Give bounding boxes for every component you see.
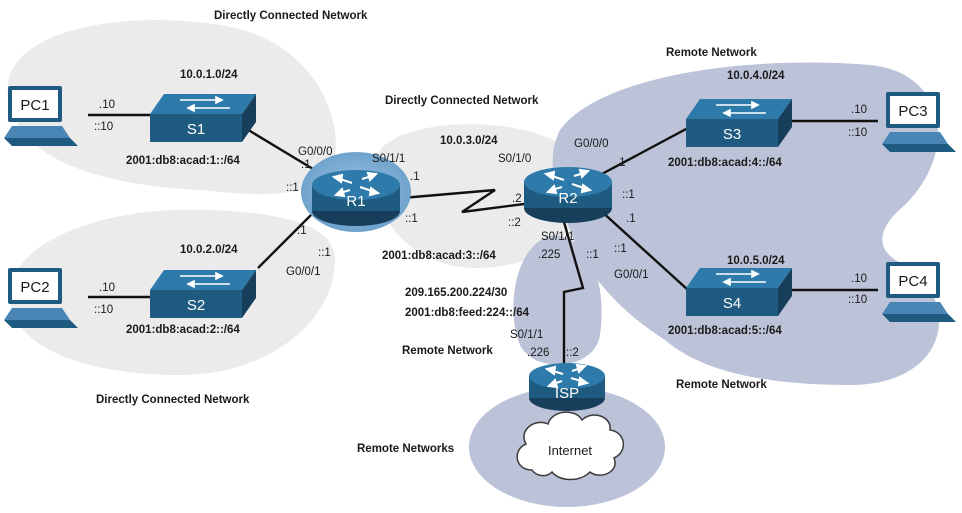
r2-s011-label: S0/1/1	[541, 231, 574, 243]
zone-remote-r2	[552, 62, 940, 385]
r1-s011-v6: ::1	[405, 213, 418, 225]
zone-label-directly-top: Directly Connected Network	[214, 10, 368, 22]
subnet-isp-v4: 209.165.200.224/30	[405, 287, 507, 299]
link-r1-r2-serial	[401, 188, 541, 214]
isp-label: ISP	[555, 385, 579, 402]
r2-g001-v4: .1	[626, 213, 636, 225]
switch-s4[interactable]: S4	[686, 268, 792, 316]
pc2[interactable]: PC2	[4, 268, 78, 328]
subnet-labels: 10.0.1.0/24 2001:db8:acad:1::/64 10.0.2.…	[126, 69, 785, 337]
internet-label: Internet	[548, 443, 592, 458]
switch-icon	[686, 268, 792, 288]
zone-label-remote-left: Remote Network	[402, 345, 493, 357]
link-r2-s4	[599, 209, 689, 291]
zone-remote-isp-link	[513, 235, 602, 365]
pc4[interactable]: PC4	[882, 262, 956, 322]
router-isp[interactable]: ISP	[529, 363, 605, 411]
directly-connected-zones	[7, 19, 584, 375]
pc4-label: PC4	[898, 273, 927, 290]
pc2-v6: ::10	[94, 304, 113, 316]
pc1-v4: .10	[99, 99, 115, 111]
switch-icon	[686, 99, 792, 119]
r2-g000-label: G0/0/0	[574, 138, 609, 150]
r1-g000-label: G0/0/0	[298, 146, 333, 158]
r2-s011-v4: .225	[538, 249, 560, 261]
s3-label: S3	[723, 126, 741, 143]
subnet-wan-v6: 2001:db8:acad:3::/64	[382, 250, 496, 262]
router-r1[interactable]: R1	[301, 152, 411, 232]
r2-s010-v4: .2	[512, 193, 522, 205]
r2-g000-v4: .1	[616, 157, 626, 169]
pc3-v4: .10	[851, 104, 867, 116]
pc1-v6: ::10	[94, 121, 113, 133]
subnet-isp-v6: 2001:db8:feed:224::/64	[405, 307, 530, 319]
pc1-label: PC1	[20, 97, 49, 114]
pc3-label: PC3	[898, 103, 927, 120]
r2-g000-v6: ::1	[622, 189, 635, 201]
s1-label: S1	[187, 121, 205, 138]
subnet-wan-v4: 10.0.3.0/24	[440, 135, 498, 147]
r1-g001-v6: ::1	[318, 247, 331, 259]
switch-icon	[150, 270, 256, 290]
switch-s1[interactable]: S1	[150, 94, 256, 142]
link-r2-s3	[599, 126, 689, 177]
r1-g000-v6: ::1	[286, 182, 299, 194]
r2-s010-v6: ::2	[508, 217, 521, 229]
subnet-lan2-v4: 10.0.2.0/24	[180, 244, 238, 256]
cloud-icon	[516, 411, 624, 481]
subnet-lan4-v6: 2001:db8:acad:4::/64	[668, 157, 782, 169]
subnet-lan5-v4: 10.0.5.0/24	[727, 255, 785, 267]
zone-label-directly-mid: Directly Connected Network	[385, 95, 539, 107]
zone-label-remote-top: Remote Network	[666, 47, 757, 59]
subnet-lan1-v4: 10.0.1.0/24	[180, 69, 238, 81]
r2-g001-v6: ::1	[614, 243, 627, 255]
zone-label-directly-bottom: Directly Connected Network	[96, 394, 250, 406]
isp-s011-label: S0/1/1	[510, 329, 543, 341]
zone-wan	[375, 124, 584, 269]
pc4-v6: ::10	[848, 294, 867, 306]
switch-icon	[150, 94, 256, 114]
pc1[interactable]: PC1	[4, 86, 78, 146]
interface-labels: G0/0/0 G0/0/1 S0/1/1 S0/1/0 G0/0/0 G0/0/…	[286, 138, 649, 341]
internet-cloud: Internet	[516, 411, 624, 481]
r1-s011-v4: .1	[410, 171, 420, 183]
address-labels: .10 ::10 .10 ::10 .10 ::10 .10 ::10 .1 :…	[94, 99, 867, 359]
link-s1-r1	[244, 126, 319, 174]
zone-label-remote-right: Remote Network	[676, 379, 767, 391]
r1-g001-label: G0/0/1	[286, 266, 321, 278]
r2-g001-label: G0/0/1	[614, 269, 649, 281]
pc3-v6: ::10	[848, 127, 867, 139]
link-r2-isp-serial	[562, 221, 585, 368]
isp-v4: .226	[527, 347, 549, 359]
r2-label: R2	[558, 190, 577, 207]
router-r2[interactable]: R2	[524, 167, 612, 223]
links	[88, 113, 878, 368]
pc2-v4: .10	[99, 282, 115, 294]
isp-v6: ::2	[566, 347, 579, 359]
r1-label: R1	[346, 193, 365, 210]
link-s2-r1	[257, 207, 319, 269]
r2-s011-v6: ::1	[586, 249, 599, 261]
r1-g001-v4: .1	[297, 225, 307, 237]
zone-label-remote-networks: Remote Networks	[357, 443, 454, 455]
s2-label: S2	[187, 297, 205, 314]
subnet-lan5-v6: 2001:db8:acad:5::/64	[668, 325, 782, 337]
switch-s2[interactable]: S2	[150, 270, 256, 318]
r1-s011-label: S0/1/1	[372, 153, 405, 165]
s4-label: S4	[723, 295, 741, 312]
r1-g000-v4: .1	[301, 159, 311, 171]
subnet-lan4-v4: 10.0.4.0/24	[727, 70, 785, 82]
r2-s010-label: S0/1/0	[498, 153, 531, 165]
zone-labels: Directly Connected Network Directly Conn…	[96, 10, 767, 455]
subnet-lan1-v6: 2001:db8:acad:1::/64	[126, 155, 240, 167]
pc4-v4: .10	[851, 273, 867, 285]
switch-s3[interactable]: S3	[686, 99, 792, 147]
pc2-label: PC2	[20, 279, 49, 296]
pc3[interactable]: PC3	[882, 92, 956, 152]
subnet-lan2-v6: 2001:db8:acad:2::/64	[126, 324, 240, 336]
